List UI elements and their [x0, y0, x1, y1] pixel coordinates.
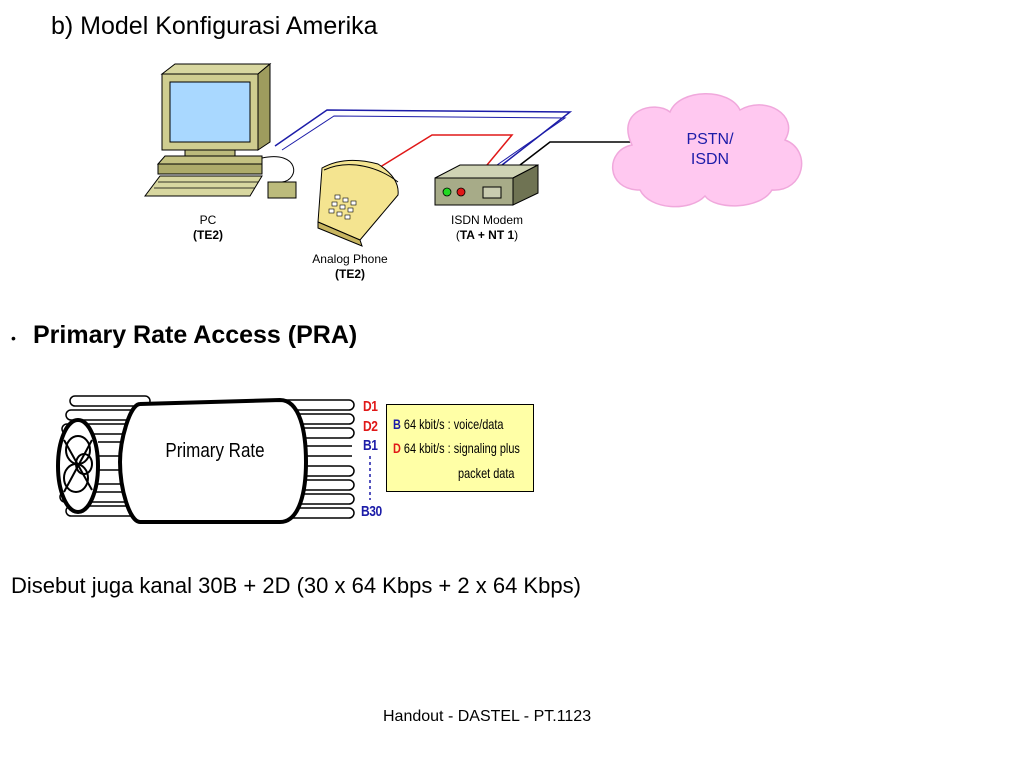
- phone-name: Analog Phone: [312, 252, 388, 266]
- legend-b-key: B: [393, 416, 401, 432]
- modem-label: ISDN Modem (TA + NT 1): [432, 213, 542, 243]
- modem-name: ISDN Modem: [450, 213, 524, 227]
- pc-role: (TE2): [193, 228, 223, 242]
- cloud-line-2: ISDN: [690, 151, 730, 168]
- channel-d2-label: D2: [363, 418, 378, 435]
- slide-title: b) Model Konfigurasi Amerika: [51, 12, 378, 40]
- channel-b30-label: B30: [361, 503, 382, 520]
- phone-role: (TE2): [335, 267, 365, 281]
- pc-label: PC (TE2): [168, 213, 248, 243]
- legend-d-text-continued: packet data: [458, 465, 515, 481]
- modem-to-cloud-line: [519, 141, 632, 166]
- bullet-icon: •: [11, 330, 16, 346]
- pstn-isdn-cloud: [611, 93, 803, 208]
- legend-b-text: 64 kbit/s : voice/data: [403, 416, 504, 432]
- legend-d-text: 64 kbit/s : signaling plus: [403, 440, 520, 456]
- legend-d-key: D: [393, 440, 401, 456]
- channel-d1-label: D1: [363, 398, 378, 415]
- channel-legend-box: [386, 404, 534, 492]
- pra-heading: Primary Rate Access (PRA): [33, 321, 358, 349]
- channel-summary-note: Disebut juga kanal 30B + 2D (30 x 64 Kbp…: [11, 573, 581, 598]
- pc-to-modem-blue-line-2: [281, 115, 567, 166]
- pc-name: PC: [199, 213, 217, 227]
- modem-role: (TA + NT 1): [455, 228, 519, 242]
- legend-b-row: B 64 kbit/s : voice/data: [393, 416, 503, 433]
- analog-phone-icon: [317, 159, 399, 247]
- channel-b1-label: B1: [363, 437, 378, 454]
- phone-label: Analog Phone (TE2): [300, 252, 400, 282]
- pc-to-modem-blue-line: [274, 109, 573, 166]
- phone-to-modem-red-line: [371, 134, 514, 173]
- cloud-label: PSTN/ ISDN: [660, 130, 760, 170]
- pra-cable-bundle: [56, 395, 371, 524]
- pc-icon: [144, 62, 297, 199]
- legend-d-row: D 64 kbit/s : signaling plus: [393, 440, 520, 457]
- cloud-line-1: PSTN/: [686, 131, 734, 148]
- isdn-modem-icon: [434, 164, 539, 206]
- slide-footer: Handout - DASTEL - PT.1123: [383, 708, 592, 725]
- bundle-label: Primary Rate: [165, 440, 265, 462]
